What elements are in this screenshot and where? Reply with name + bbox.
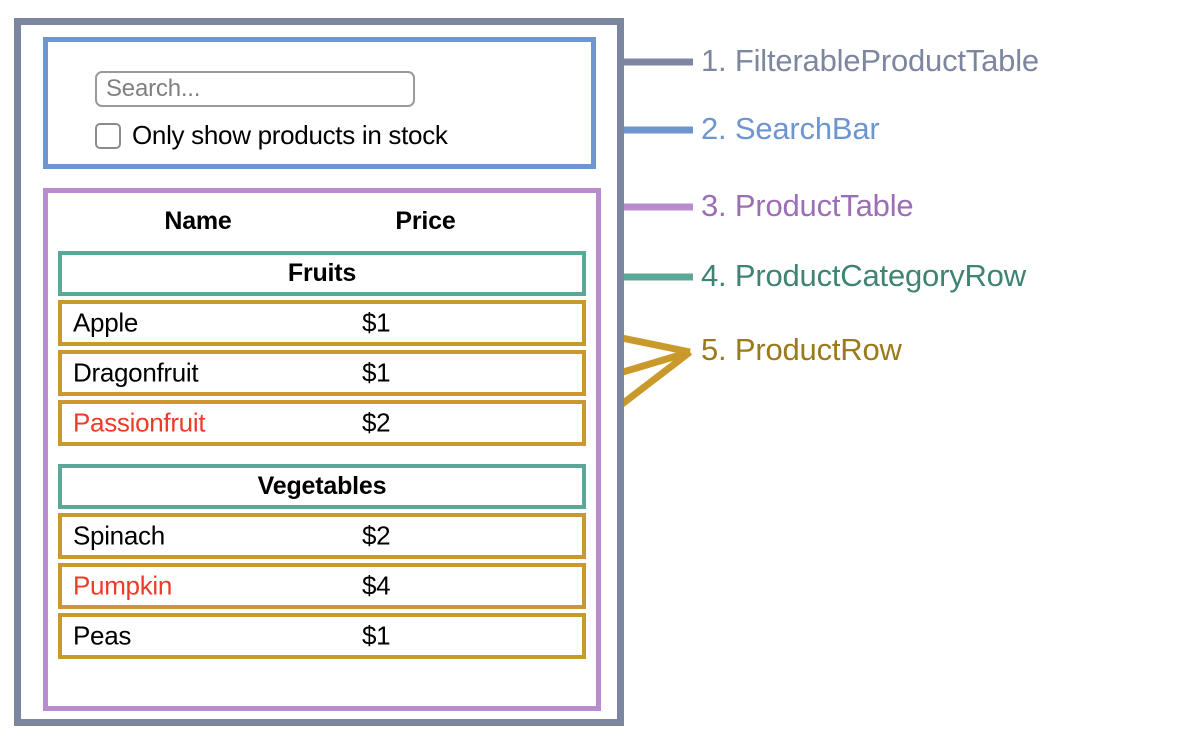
- product-price: $1: [362, 307, 391, 338]
- product-name: Apple: [73, 307, 138, 338]
- search-input[interactable]: Search...: [95, 71, 415, 107]
- product-price: $2: [362, 407, 391, 438]
- legend-label: SearchBar: [734, 111, 880, 146]
- legend-number: 5.: [701, 332, 735, 367]
- product-price: $4: [362, 570, 391, 601]
- legend-label: ProductRow: [734, 332, 902, 367]
- product-category-row: Vegetables: [58, 464, 586, 509]
- legend-item-product-table: 3. ProductTable: [701, 188, 914, 224]
- product-name: Peas: [73, 620, 132, 651]
- legend-label: ProductTable: [734, 188, 914, 223]
- product-row: Spinach $2: [58, 513, 586, 559]
- product-name: Pumpkin: [73, 570, 173, 601]
- product-category-label: Fruits: [287, 259, 357, 287]
- product-price: $1: [362, 357, 391, 388]
- legend-item-search-bar: 2. SearchBar: [701, 111, 880, 147]
- product-row: Passionfruit $2: [58, 400, 586, 446]
- search-bar-box: Search... Only show products in stock: [43, 37, 596, 169]
- product-row: Peas $1: [58, 613, 586, 659]
- column-header-price: Price: [395, 206, 456, 235]
- product-row: Apple $1: [58, 300, 586, 346]
- checkbox-icon[interactable]: [95, 122, 121, 149]
- in-stock-checkbox-label: Only show products in stock: [132, 120, 448, 150]
- product-row: Dragonfruit $1: [58, 350, 586, 396]
- legend-number: 2.: [701, 111, 735, 146]
- product-category-row: Fruits: [58, 251, 586, 296]
- product-table-rows: Fruits Apple $1 Dragonfruit $1 Passionfr…: [58, 251, 586, 663]
- product-table-header: Name Price: [48, 199, 596, 243]
- section-spacer: [58, 450, 586, 464]
- product-name: Dragonfruit: [73, 357, 199, 388]
- search-input-placeholder: Search...: [106, 75, 201, 102]
- legend-number: 1.: [701, 43, 735, 78]
- product-row: Pumpkin $4: [58, 563, 586, 609]
- column-header-name: Name: [164, 206, 232, 235]
- product-price: $2: [362, 520, 391, 551]
- product-name: Spinach: [73, 520, 165, 551]
- legend-item-product-row: 5. ProductRow: [701, 332, 902, 368]
- legend-number: 3.: [701, 188, 735, 223]
- legend-item-product-category-row: 4. ProductCategoryRow: [701, 258, 1026, 294]
- product-category-label: Vegetables: [257, 472, 387, 500]
- product-price: $1: [362, 620, 391, 651]
- product-name: Passionfruit: [73, 407, 206, 438]
- legend-number: 4.: [701, 258, 735, 293]
- legend-label: ProductCategoryRow: [734, 258, 1026, 293]
- product-table-box: Name Price Fruits Apple $1 Dragonfruit $…: [43, 188, 601, 711]
- legend-label: FilterableProductTable: [734, 43, 1039, 78]
- in-stock-filter-row[interactable]: Only show products in stock: [95, 120, 448, 151]
- legend-item-filterable-product-table: 1. FilterableProductTable: [701, 43, 1039, 79]
